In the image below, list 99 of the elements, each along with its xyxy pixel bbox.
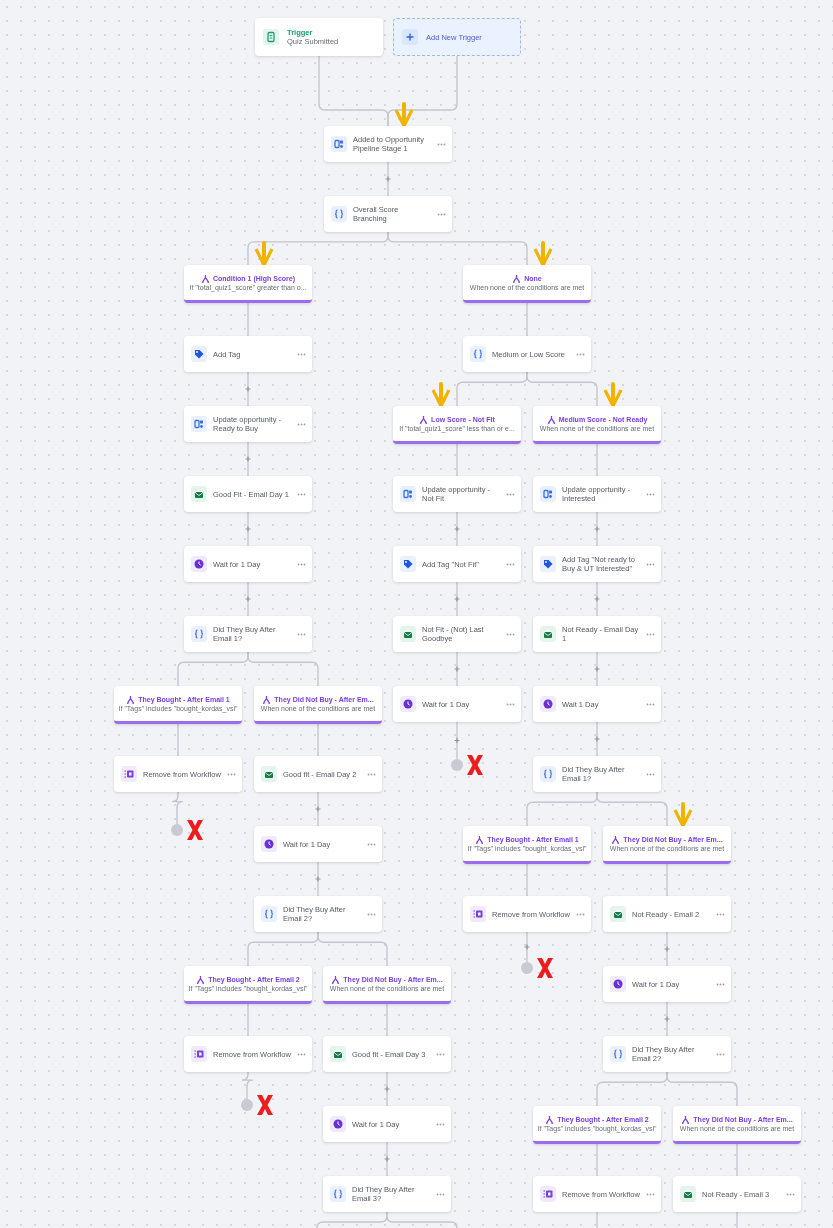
connector	[386, 1141, 388, 1177]
connector	[596, 1211, 598, 1228]
connector	[596, 791, 668, 827]
connector	[247, 441, 249, 477]
annotation-arrow	[673, 802, 693, 828]
condition-card	[603, 826, 731, 864]
action-card	[114, 756, 242, 792]
annotation-arrow	[431, 382, 451, 408]
action-card	[324, 126, 452, 162]
action-card	[254, 896, 382, 932]
connector	[386, 1071, 388, 1107]
condition-card	[463, 826, 591, 864]
connector	[247, 371, 249, 407]
end-node	[521, 962, 533, 974]
action-card	[533, 686, 661, 722]
action-card	[184, 546, 312, 582]
end-node	[171, 824, 183, 836]
action-card	[184, 616, 312, 652]
connector	[526, 371, 598, 407]
connector	[456, 651, 458, 687]
connector	[666, 931, 668, 967]
connector	[526, 931, 528, 963]
connector	[596, 443, 598, 477]
action-card	[323, 1036, 451, 1072]
condition-card	[393, 406, 521, 444]
connector	[387, 55, 458, 127]
annotation-arrow	[254, 241, 274, 267]
connector	[247, 1003, 249, 1037]
condition-card	[254, 686, 382, 724]
action-card	[533, 476, 661, 512]
connector	[171, 791, 184, 825]
connector	[456, 721, 458, 760]
connector	[736, 1143, 738, 1177]
action-card	[463, 896, 591, 932]
connector	[386, 1003, 388, 1037]
connector	[247, 302, 249, 337]
connector	[596, 511, 598, 547]
annotation-arrow	[603, 382, 623, 408]
condition-card	[184, 265, 312, 303]
condition-card	[533, 406, 661, 444]
action-card	[463, 336, 591, 372]
condition-card	[673, 1106, 801, 1144]
action-card	[533, 1176, 661, 1212]
condition-card	[114, 686, 242, 724]
connector	[456, 511, 458, 547]
action-card	[603, 966, 731, 1002]
end-node	[241, 1099, 253, 1111]
connector	[666, 1001, 668, 1037]
action-card	[533, 756, 661, 792]
condition-card	[323, 966, 451, 1004]
annotation-arrow	[394, 102, 414, 128]
action-card	[184, 1036, 312, 1072]
connector	[526, 302, 528, 337]
connector	[596, 581, 598, 617]
action-card	[533, 616, 661, 652]
action-card	[323, 1176, 451, 1212]
action-card	[323, 1106, 451, 1142]
connector	[456, 443, 458, 477]
connector	[456, 581, 458, 617]
action-card	[603, 896, 731, 932]
action-card	[603, 1036, 731, 1072]
action-card	[533, 546, 661, 582]
condition-card	[463, 265, 591, 303]
action-card	[393, 546, 521, 582]
connector	[387, 161, 389, 197]
connector	[736, 1211, 738, 1228]
connector	[241, 1071, 254, 1100]
action-card	[393, 476, 521, 512]
action-card	[324, 196, 452, 232]
trigger-card	[255, 18, 383, 56]
action-card	[184, 336, 312, 372]
connector	[177, 723, 179, 757]
action-card	[184, 406, 312, 442]
connector	[666, 1071, 738, 1107]
end-node	[451, 759, 463, 771]
connector	[596, 721, 598, 757]
connector	[317, 861, 319, 897]
action-card	[393, 686, 521, 722]
condition-card	[533, 1106, 661, 1144]
add-trigger-card	[393, 18, 521, 56]
connector	[666, 863, 668, 897]
action-card	[254, 826, 382, 862]
connector	[386, 1211, 458, 1228]
connector	[247, 511, 249, 547]
action-card	[673, 1176, 801, 1212]
connector	[247, 651, 319, 687]
connector	[317, 791, 319, 827]
annotation-arrow	[533, 241, 553, 267]
connector	[596, 1143, 598, 1177]
action-card	[393, 616, 521, 652]
connector	[387, 231, 528, 266]
action-card	[184, 476, 312, 512]
connector	[317, 931, 388, 967]
connector	[596, 651, 598, 687]
connector	[526, 863, 528, 897]
connector	[317, 723, 319, 757]
connector	[247, 581, 249, 617]
condition-card	[184, 966, 312, 1004]
action-card	[254, 756, 382, 792]
